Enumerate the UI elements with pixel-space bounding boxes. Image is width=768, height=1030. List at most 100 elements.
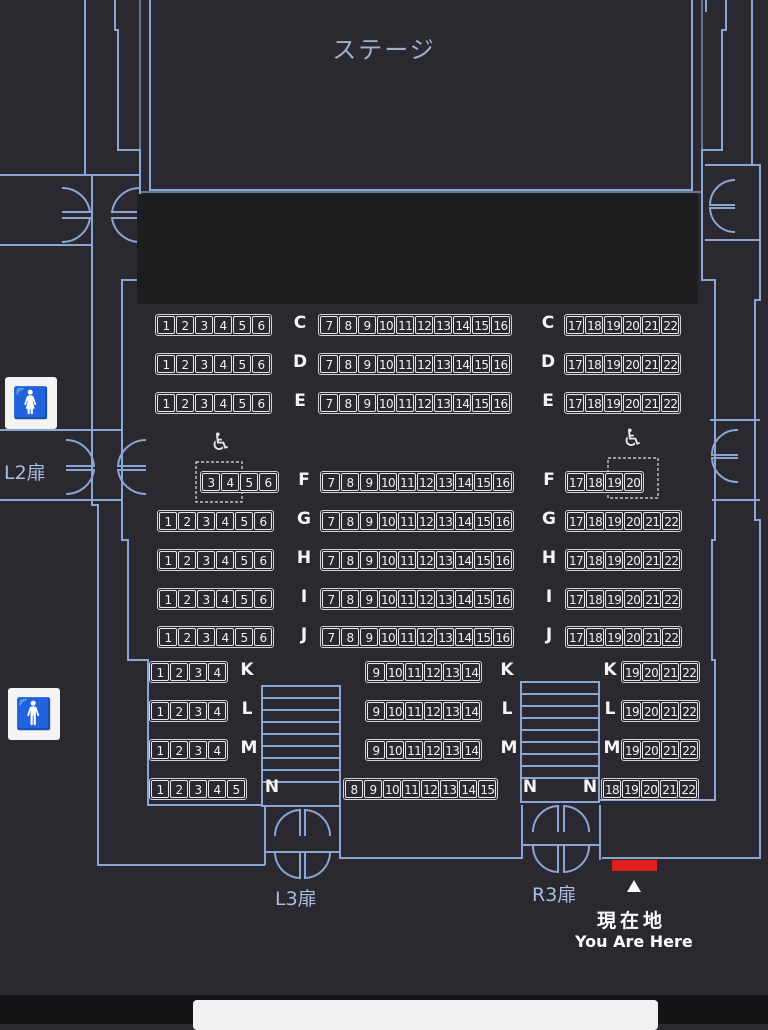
seat-d-22[interactable]: 22 [661,355,680,373]
seat-e-5[interactable]: 5 [233,394,251,412]
seat-n-10[interactable]: 10 [383,780,402,798]
seat-f-5[interactable]: 5 [240,473,258,491]
seat-g-14[interactable]: 14 [455,512,474,530]
seat-c-1[interactable]: 1 [157,316,175,334]
seat-h-22[interactable]: 22 [662,551,681,569]
seat-h-10[interactable]: 10 [379,551,398,569]
seat-k-4[interactable]: 4 [208,663,226,681]
seat-c-12[interactable]: 12 [415,316,434,334]
seat-h-15[interactable]: 15 [474,551,493,569]
seat-k-12[interactable]: 12 [424,663,443,681]
seat-i-15[interactable]: 15 [474,590,493,608]
seat-c-17[interactable]: 17 [566,316,585,334]
seat-j-8[interactable]: 8 [341,628,359,646]
seat-k-19[interactable]: 19 [623,663,642,681]
seat-c-13[interactable]: 13 [434,316,453,334]
seat-e-17[interactable]: 17 [566,394,585,412]
seat-i-9[interactable]: 9 [360,590,378,608]
seat-n-4[interactable]: 4 [208,780,226,798]
seat-e-3[interactable]: 3 [195,394,213,412]
seat-e-12[interactable]: 12 [415,394,434,412]
seat-j-4[interactable]: 4 [216,628,234,646]
seat-g-11[interactable]: 11 [398,512,417,530]
seat-e-10[interactable]: 10 [377,394,396,412]
seat-l-20[interactable]: 20 [642,702,661,720]
seat-n-14[interactable]: 14 [459,780,478,798]
seat-g-20[interactable]: 20 [624,512,643,530]
seat-h-8[interactable]: 8 [341,551,359,569]
seat-j-11[interactable]: 11 [398,628,417,646]
seat-i-12[interactable]: 12 [417,590,436,608]
seat-g-18[interactable]: 18 [586,512,605,530]
seat-f-19[interactable]: 19 [605,473,624,491]
seat-j-22[interactable]: 22 [662,628,681,646]
seat-f-3[interactable]: 3 [202,473,220,491]
seat-i-7[interactable]: 7 [322,590,340,608]
seat-i-5[interactable]: 5 [235,590,253,608]
seat-n-13[interactable]: 13 [440,780,459,798]
seat-h-5[interactable]: 5 [235,551,253,569]
seat-i-19[interactable]: 19 [605,590,624,608]
seat-i-17[interactable]: 17 [567,590,586,608]
seat-m-21[interactable]: 21 [661,741,680,759]
seat-j-6[interactable]: 6 [254,628,272,646]
seat-i-1[interactable]: 1 [159,590,177,608]
seat-k-14[interactable]: 14 [462,663,481,681]
seat-d-16[interactable]: 16 [491,355,510,373]
seat-e-16[interactable]: 16 [491,394,510,412]
seat-d-17[interactable]: 17 [566,355,585,373]
seat-d-7[interactable]: 7 [320,355,338,373]
seat-n-20[interactable]: 20 [641,780,660,798]
seat-l-4[interactable]: 4 [208,702,226,720]
seat-k-20[interactable]: 20 [642,663,661,681]
seat-c-7[interactable]: 7 [320,316,338,334]
seat-c-20[interactable]: 20 [623,316,642,334]
seat-m-20[interactable]: 20 [642,741,661,759]
seat-k-21[interactable]: 21 [661,663,680,681]
seat-c-3[interactable]: 3 [195,316,213,334]
seat-e-13[interactable]: 13 [434,394,453,412]
seat-n-21[interactable]: 21 [660,780,679,798]
seat-j-13[interactable]: 13 [436,628,455,646]
seat-i-13[interactable]: 13 [436,590,455,608]
seat-k-2[interactable]: 2 [170,663,188,681]
seat-g-3[interactable]: 3 [197,512,215,530]
seat-h-12[interactable]: 12 [417,551,436,569]
seat-n-22[interactable]: 22 [679,780,698,798]
seat-d-2[interactable]: 2 [176,355,194,373]
seat-i-2[interactable]: 2 [178,590,196,608]
seat-h-1[interactable]: 1 [159,551,177,569]
seat-l-9[interactable]: 9 [367,702,385,720]
seat-d-9[interactable]: 9 [358,355,376,373]
seat-g-13[interactable]: 13 [436,512,455,530]
seat-h-3[interactable]: 3 [197,551,215,569]
seat-j-9[interactable]: 9 [360,628,378,646]
seat-j-3[interactable]: 3 [197,628,215,646]
seat-h-19[interactable]: 19 [605,551,624,569]
seat-l-22[interactable]: 22 [680,702,699,720]
seat-g-2[interactable]: 2 [178,512,196,530]
seat-d-11[interactable]: 11 [396,355,415,373]
seat-n-5[interactable]: 5 [227,780,245,798]
seat-g-5[interactable]: 5 [235,512,253,530]
seat-l-12[interactable]: 12 [424,702,443,720]
seat-c-22[interactable]: 22 [661,316,680,334]
seat-g-17[interactable]: 17 [567,512,586,530]
seat-g-16[interactable]: 16 [493,512,512,530]
seat-j-15[interactable]: 15 [474,628,493,646]
seat-g-7[interactable]: 7 [322,512,340,530]
seat-m-10[interactable]: 10 [386,741,405,759]
seat-e-7[interactable]: 7 [320,394,338,412]
seat-e-1[interactable]: 1 [157,394,175,412]
seat-n-1[interactable]: 1 [151,780,169,798]
seat-f-16[interactable]: 16 [493,473,512,491]
seat-n-11[interactable]: 11 [402,780,421,798]
seat-k-11[interactable]: 11 [405,663,424,681]
seat-f-20[interactable]: 20 [624,473,643,491]
seat-e-19[interactable]: 19 [604,394,623,412]
seat-f-12[interactable]: 12 [417,473,436,491]
seat-g-10[interactable]: 10 [379,512,398,530]
seat-g-15[interactable]: 15 [474,512,493,530]
seat-h-11[interactable]: 11 [398,551,417,569]
seat-g-1[interactable]: 1 [159,512,177,530]
